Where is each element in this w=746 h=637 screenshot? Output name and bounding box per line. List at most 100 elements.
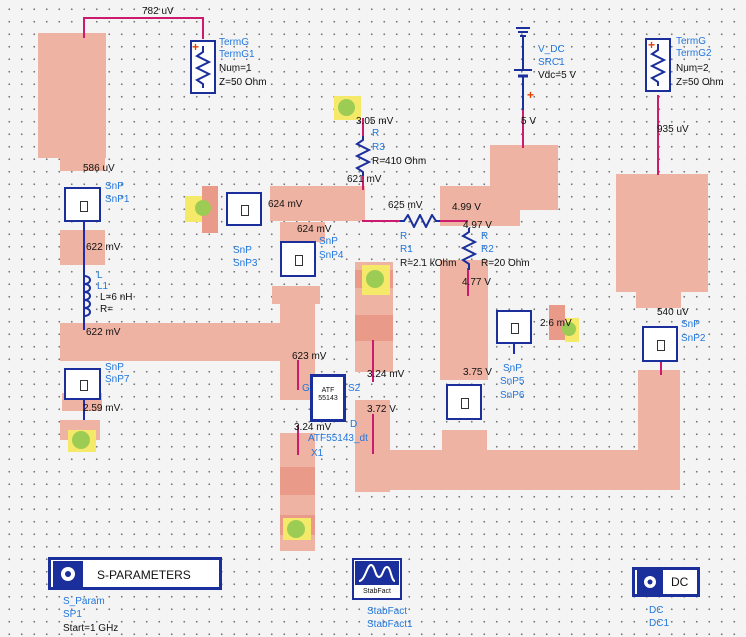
snp6-name: SnP6: [500, 390, 525, 401]
termg1-type: TermG: [219, 37, 249, 48]
r3-name: R3: [372, 142, 385, 153]
x1-pin-d: D: [350, 419, 358, 430]
resistor-r3-icon[interactable]: [355, 136, 371, 176]
wire-term2: [657, 95, 659, 175]
wire-snp1-down: [83, 222, 85, 232]
layout-pad-source-dark1: [280, 467, 315, 495]
layout-pad-right-big: [616, 174, 708, 292]
snp3-name: SnP3: [233, 258, 258, 269]
termg2-plus-icon: +: [648, 38, 656, 52]
node-voltage: 2.6 mV: [540, 318, 572, 329]
snp5-block[interactable]: [496, 310, 532, 344]
stabfact-icon-label: StabFact: [362, 588, 391, 595]
dc-name: DC1: [649, 618, 670, 629]
snp3-type: SnP: [233, 245, 252, 256]
snp2-name: SnP2: [681, 333, 706, 344]
snp4-block[interactable]: [280, 241, 316, 277]
sparam-type: S_Param: [63, 596, 105, 607]
node-voltage: 622 mV: [86, 242, 121, 253]
resistor-r2-icon[interactable]: [461, 228, 477, 270]
layout-pad-output-tab: [442, 430, 487, 458]
node-voltage: 3.05 mV: [356, 116, 394, 127]
x1-pin-s2: S2: [348, 383, 361, 394]
inductor-l1-icon[interactable]: [76, 270, 92, 322]
snp2-block[interactable]: [642, 326, 678, 362]
dc-controller[interactable]: DC: [632, 567, 700, 597]
node-voltage: 4.77 V: [462, 277, 491, 288]
dc-type: DC: [649, 605, 664, 616]
wire-r1-right: [438, 220, 468, 222]
r2-name: R2: [481, 244, 494, 255]
snp5-name: SnP5: [500, 376, 525, 387]
sparam-title: S-PARAMETERS: [97, 568, 191, 582]
via-source: [287, 520, 305, 538]
snp1-name: SnP1: [105, 194, 130, 205]
snp3-block[interactable]: [226, 192, 262, 226]
snp1-type: SnP: [105, 181, 124, 192]
dc-gear-icon: [637, 570, 663, 594]
transistor-x1[interactable]: ATF 55143: [310, 374, 346, 422]
node-voltage: 624 mV: [268, 199, 303, 210]
layout-pad-left-mid: [60, 230, 105, 265]
node-voltage: 5 V: [521, 116, 537, 127]
termg1-symbol[interactable]: [190, 40, 216, 94]
layout-pad-right-neck: [636, 290, 681, 308]
node-voltage: 3.72 V: [367, 404, 396, 415]
stabfact-type: StabFact: [367, 606, 408, 617]
resistor-r1-icon[interactable]: [400, 214, 440, 228]
r3-value: R=410 Ohm: [372, 156, 427, 167]
sparam-gear-icon: [53, 561, 83, 588]
layout-pad-gate-left: [272, 286, 320, 304]
dc-voltage-source-icon[interactable]: [508, 22, 538, 117]
resistor-zigzag-icon: [649, 44, 667, 86]
via-snp5: [562, 322, 576, 336]
vdc-value: Vdc=5 V: [538, 70, 577, 81]
wire-top-bar: [83, 17, 203, 19]
termg2-symbol[interactable]: [645, 38, 671, 92]
wire-r1-left: [362, 220, 400, 222]
termg1-plus-icon: +: [192, 40, 200, 54]
wire-gate: [297, 360, 299, 390]
node-voltage: 624 mV: [297, 224, 332, 235]
snp5-type: SnP: [503, 363, 522, 374]
l1-extra: R=: [100, 304, 114, 315]
termg1-num: Num=1: [219, 63, 252, 74]
snp7-name: SnP7: [105, 374, 130, 385]
snp2-type: SnP: [681, 319, 700, 330]
node-voltage: 782 uV: [142, 6, 174, 17]
termg2-num: Num=2: [676, 63, 709, 74]
transistor-part-label: ATF 55143: [318, 387, 338, 402]
termg1-z: Z=50 Ohm: [219, 77, 267, 88]
node-voltage: 625 mV: [388, 200, 423, 211]
via-left-bottom: [72, 431, 90, 449]
wire-out-up: [660, 360, 662, 375]
stabfact-controller[interactable]: StabFact: [352, 558, 402, 600]
sparam-name: SP1: [63, 609, 82, 620]
snp7-block[interactable]: [64, 368, 101, 400]
wire-l1: [83, 230, 85, 330]
node-voltage: 3.24 mV: [294, 422, 332, 433]
stabfact-waveform-icon: [355, 561, 399, 585]
snp1-block[interactable]: [64, 187, 101, 222]
layout-pad-left-top: [38, 33, 106, 158]
r1-name: R1: [400, 244, 413, 255]
node-voltage: 3.24 mV: [367, 369, 405, 380]
wire-snp5-gnd: [513, 344, 515, 354]
layout-pad-horizontal-main: [60, 323, 315, 361]
wire-r3-top: [362, 118, 364, 138]
termg1-name: TermG1: [219, 49, 255, 60]
via-r3: [338, 99, 355, 116]
l1-name: L1: [97, 281, 109, 292]
termg2-name: TermG2: [676, 48, 712, 59]
sparam-controller[interactable]: S-PARAMETERS: [48, 557, 222, 590]
r2-type: R: [481, 231, 489, 242]
wire-drain: [372, 340, 374, 382]
layout-pad-bias-bar: [440, 186, 520, 226]
wire-vdc: [522, 110, 524, 148]
resistor-zigzag-icon: [194, 46, 212, 88]
termg2-z: Z=50 Ohm: [676, 77, 724, 88]
snp6-block[interactable]: [446, 384, 482, 420]
node-voltage: 4.99 V: [452, 202, 481, 213]
stabfact-name: StabFact1: [367, 619, 413, 630]
